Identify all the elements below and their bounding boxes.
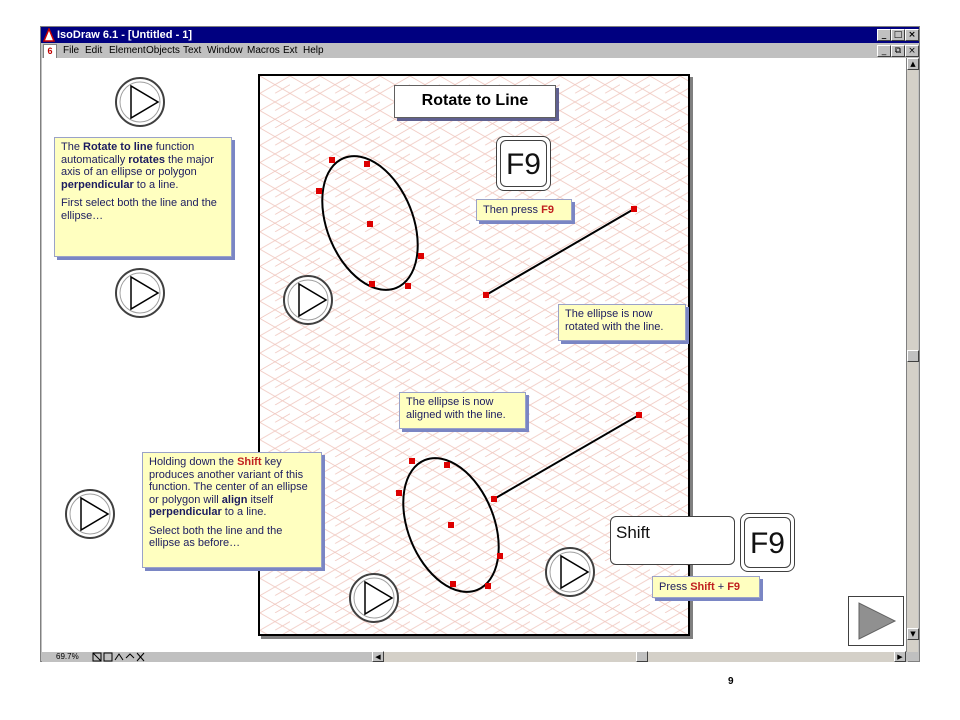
note-bold: rotates bbox=[128, 153, 165, 166]
horizontal-scrollbar[interactable]: ◀ ▶ bbox=[372, 651, 906, 662]
menu-window[interactable]: Window bbox=[207, 45, 243, 56]
note-rotated: The ellipse is now rotated with the line… bbox=[558, 304, 686, 341]
doc-minimize-button[interactable]: _ bbox=[877, 45, 891, 57]
note-key: Shift bbox=[237, 456, 262, 468]
scroll-down-icon[interactable]: ▼ bbox=[907, 628, 919, 640]
menu-file[interactable]: File bbox=[63, 45, 80, 56]
line-top-handle-end[interactable] bbox=[631, 206, 637, 212]
doc-close-button[interactable]: × bbox=[905, 45, 919, 57]
menu-objects[interactable]: Objects bbox=[146, 45, 180, 56]
ellipse-top-handles[interactable] bbox=[316, 157, 424, 289]
vertical-scrollbar[interactable]: ▲ ▼ bbox=[906, 58, 919, 652]
menu-bar: 6 File Edit Element Objects Text Window … bbox=[41, 43, 919, 59]
note-text: to a line. bbox=[221, 506, 267, 518]
play-triangle-icon[interactable] bbox=[114, 267, 166, 319]
play-triangle-icon[interactable] bbox=[114, 76, 166, 128]
note-bold: align bbox=[221, 493, 248, 506]
menu-ext[interactable]: Ext bbox=[283, 45, 298, 56]
line-bottom-handle-end[interactable] bbox=[636, 412, 642, 418]
note-text: Select both the line and the ellipse as … bbox=[149, 524, 283, 550]
menu-macros[interactable]: Macros bbox=[247, 45, 280, 56]
minimize-button[interactable]: _ bbox=[877, 29, 891, 41]
menu-help[interactable]: Help bbox=[303, 45, 324, 56]
slide-title: Rotate to Line bbox=[394, 85, 556, 118]
note-text: + bbox=[714, 581, 728, 593]
f9-key-label: F9 bbox=[500, 140, 547, 187]
hscroll-thumb[interactable] bbox=[636, 651, 648, 662]
note-text: the major axis of an ellipse or polygon bbox=[61, 153, 214, 179]
maximize-button[interactable]: □ bbox=[891, 29, 905, 41]
note-text: Holding down the bbox=[149, 456, 238, 468]
note-text: key produces another variant of this fun… bbox=[149, 456, 308, 506]
ellipse-bottom-handles[interactable] bbox=[396, 458, 503, 589]
scroll-right-icon[interactable]: ▶ bbox=[894, 651, 906, 662]
note-key: Shift bbox=[690, 581, 715, 593]
line-top[interactable] bbox=[485, 208, 635, 296]
play-triangle-icon[interactable] bbox=[348, 572, 400, 624]
scroll-up-icon[interactable]: ▲ bbox=[907, 58, 919, 70]
note-bold: Rotate to line bbox=[83, 141, 153, 153]
note-press-shift-f9: Press Shift + F9 bbox=[652, 576, 760, 598]
note-text: The bbox=[61, 141, 84, 153]
note-text: First select both the line and the ellip… bbox=[61, 197, 217, 222]
line-bottom-handle-start[interactable] bbox=[491, 496, 497, 502]
note-aligned: The ellipse is now aligned with the line… bbox=[399, 392, 526, 429]
f9-key-top: F9 bbox=[496, 136, 551, 191]
line-top-handle-start[interactable] bbox=[483, 292, 489, 298]
play-triangle-icon[interactable] bbox=[282, 274, 334, 326]
ellipse-top[interactable] bbox=[304, 142, 436, 304]
next-slide-button[interactable] bbox=[848, 596, 904, 646]
play-triangle-icon[interactable] bbox=[544, 546, 596, 598]
f9-key-bottom: F9 bbox=[740, 513, 795, 572]
view-tools-icon[interactable] bbox=[92, 652, 152, 662]
play-triangle-icon[interactable] bbox=[64, 488, 116, 540]
note-text: function automatically bbox=[61, 141, 195, 166]
menu-text[interactable]: Text bbox=[183, 45, 202, 56]
note-shift-variant: Holding down the Shift key produces anot… bbox=[142, 452, 322, 568]
next-arrow-icon bbox=[858, 602, 897, 640]
note-bold: perpendicular bbox=[61, 178, 134, 191]
note-text: Press bbox=[659, 581, 691, 593]
menu-element[interactable]: Element bbox=[109, 45, 146, 56]
note-key: F9 bbox=[727, 581, 741, 593]
shift-key: Shift bbox=[610, 516, 735, 565]
scroll-left-icon[interactable]: ◀ bbox=[372, 651, 384, 662]
note-then-press: Then press F9 bbox=[476, 199, 572, 221]
line-bottom[interactable] bbox=[493, 414, 640, 500]
note-text: itself bbox=[247, 493, 274, 506]
scroll-thumb[interactable] bbox=[907, 350, 919, 362]
title-bar: IsoDraw 6.1 - [Untitled - 1] _ □ × bbox=[41, 27, 919, 43]
note-intro: The Rotate to line function automaticall… bbox=[54, 137, 232, 257]
note-text: to a line. bbox=[133, 178, 179, 191]
menu-edit[interactable]: Edit bbox=[85, 45, 103, 56]
note-text: Then press bbox=[483, 204, 542, 216]
page-number: 9 bbox=[728, 676, 734, 687]
note-key: F9 bbox=[541, 204, 554, 216]
ellipse-bottom[interactable] bbox=[385, 444, 517, 606]
doc-restore-button[interactable]: ⧉ bbox=[891, 45, 905, 57]
note-bold: perpendicular bbox=[149, 506, 222, 518]
zoom-level[interactable]: 69.7% bbox=[56, 652, 79, 661]
f9-key-label: F9 bbox=[744, 517, 791, 568]
close-button[interactable]: × bbox=[905, 29, 919, 41]
isodraw-logo-icon bbox=[43, 28, 55, 42]
window-title: IsoDraw 6.1 - [Untitled - 1] bbox=[57, 29, 193, 41]
